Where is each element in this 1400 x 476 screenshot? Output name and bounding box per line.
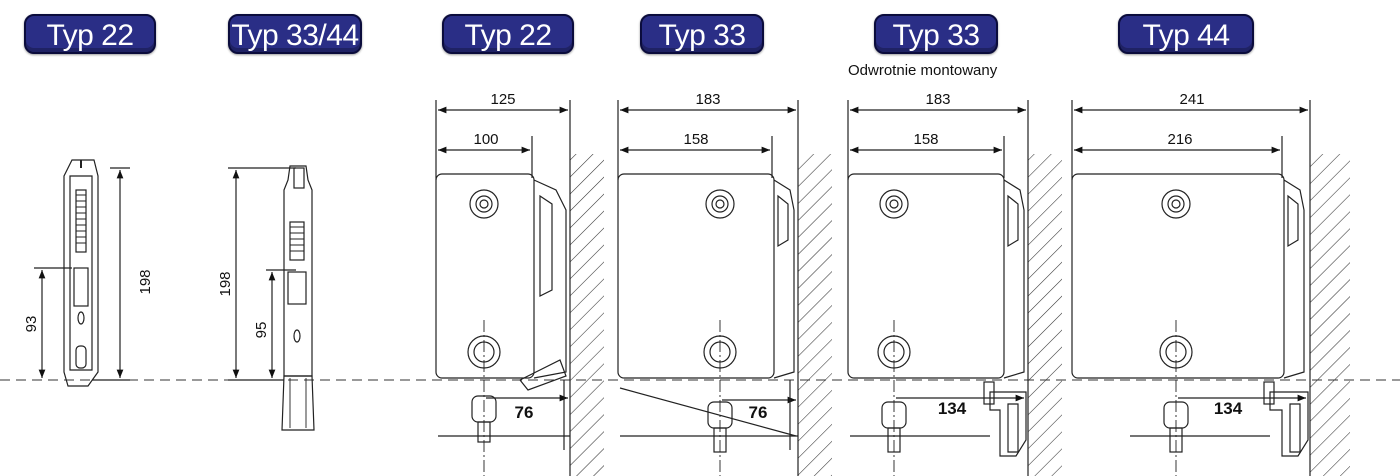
dim-typ44-offset: 134 xyxy=(1214,399,1243,418)
badge-typ33-top: Typ 33 xyxy=(640,14,764,54)
dim-side2-height: 198 xyxy=(217,271,234,296)
top-view-typ44 xyxy=(1071,100,1350,476)
dim-typ33-outer: 183 xyxy=(695,91,720,108)
dim-side1-lower: 93 xyxy=(23,316,40,333)
dim-typ33-inner: 158 xyxy=(683,131,708,148)
dim-typ33r-outer: 183 xyxy=(925,91,950,108)
badge-typ22-side: Typ 22 xyxy=(24,14,156,54)
dim-typ33r-inner: 158 xyxy=(913,131,938,148)
dim-typ44-outer: 241 xyxy=(1179,91,1204,108)
dim-side2-lower: 95 xyxy=(253,322,270,339)
caption-reverse-mounted: Odwrotnie montowany xyxy=(848,62,998,79)
top-view-typ33 xyxy=(617,100,832,476)
dim-typ44-inner: 216 xyxy=(1167,131,1192,148)
badge-typ22-top: Typ 22 xyxy=(442,14,574,54)
badge-typ33-44-side: Typ 33/44 xyxy=(228,14,362,54)
badge-typ33-reverse: Typ 33 xyxy=(874,14,998,54)
side-view-typ22 xyxy=(34,159,130,387)
dim-typ33-offset: 76 xyxy=(749,403,768,422)
dim-typ33r-offset: 134 xyxy=(938,399,967,418)
dim-typ22-outer: 125 xyxy=(490,91,515,108)
dim-side1-height: 198 xyxy=(137,269,154,294)
badge-typ44-top: Typ 44 xyxy=(1118,14,1254,54)
dim-typ22-offset: 76 xyxy=(515,403,534,422)
dim-typ22-inner: 100 xyxy=(473,131,498,148)
top-view-typ33-reverse xyxy=(847,100,1062,476)
side-view-typ33-44 xyxy=(228,165,315,431)
top-view-typ22 xyxy=(435,100,604,476)
